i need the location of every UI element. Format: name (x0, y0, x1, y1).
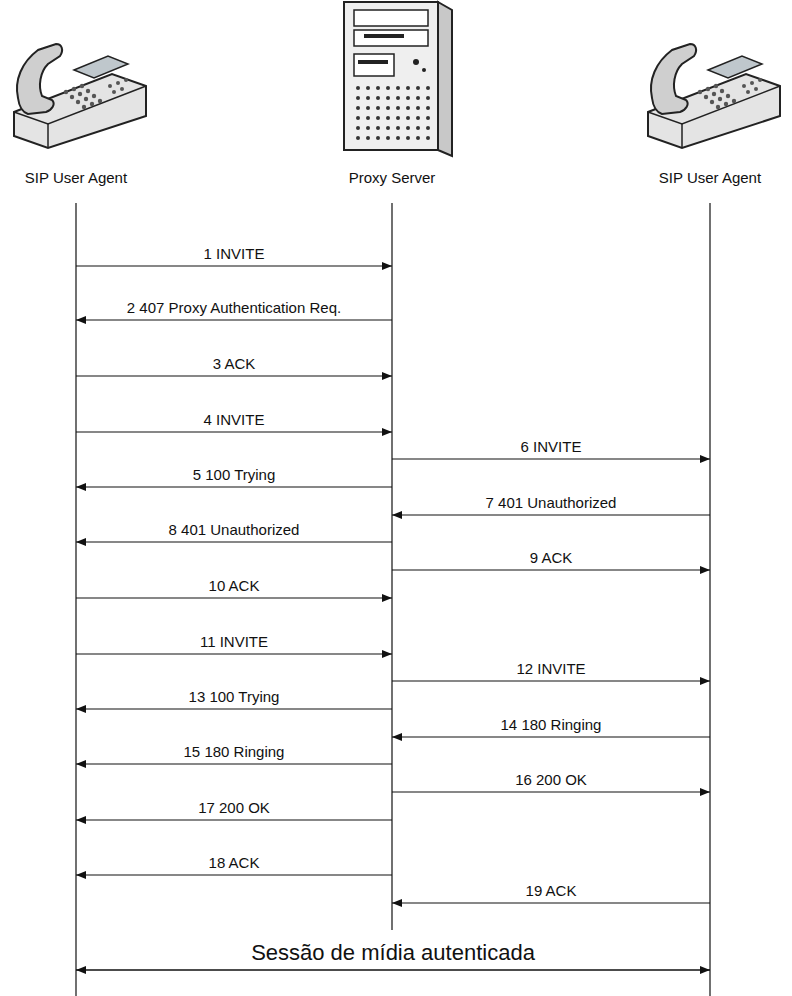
message-label: 5 100 Trying (191, 466, 278, 483)
lifeline (391, 203, 392, 930)
message-label-holder: 10 ACK (207, 577, 262, 595)
message-label: 7 401 Unauthorized (484, 494, 619, 511)
lifeline (709, 203, 710, 996)
message-label-holder: 17 200 OK (196, 799, 272, 817)
message-label: 6 INVITE (519, 438, 584, 455)
message-arrow (392, 514, 710, 515)
message-label-holder: 11 INVITE (198, 633, 270, 651)
message-arrow (392, 458, 710, 459)
phone-icon (648, 44, 780, 148)
message-label-holder: 4 INVITE (202, 411, 267, 429)
message-arrow (76, 969, 710, 971)
message-label-holder: 16 200 OK (513, 771, 589, 789)
message-arrow (392, 902, 710, 903)
message-label: 18 ACK (207, 854, 262, 871)
message-arrow (76, 265, 392, 266)
message-label: 19 ACK (524, 882, 579, 899)
message-label: 1 INVITE (202, 245, 267, 262)
message-arrow (76, 319, 392, 320)
message-arrow (76, 874, 392, 875)
message-label-holder: 7 401 Unauthorized (484, 494, 619, 512)
message-label-holder: 8 401 Unauthorized (167, 521, 302, 539)
message-arrow (76, 763, 392, 764)
message-label: Sessão de mídia autenticada (249, 940, 537, 966)
message-label: 11 INVITE (198, 633, 270, 650)
message-label: 16 200 OK (513, 771, 589, 788)
actor-node: Proxy Server (317, 0, 467, 200)
message-label-holder: Sessão de mídia autenticada (249, 940, 537, 966)
message-label: 3 ACK (211, 355, 258, 372)
message-arrow (76, 431, 392, 432)
actor-label: Proxy Server (347, 169, 438, 186)
message-label-holder: 3 ACK (211, 355, 258, 373)
message-label-holder: 6 INVITE (519, 438, 584, 456)
actor-label: SIP User Agent (23, 169, 129, 186)
actor-node: SIP User Agent (635, 0, 785, 200)
message-arrow (392, 569, 710, 570)
actor-label: SIP User Agent (657, 169, 763, 186)
message-label: 2 407 Proxy Authentication Req. (125, 299, 343, 316)
message-label: 15 180 Ringing (182, 743, 287, 760)
message-label: 12 INVITE (514, 660, 587, 677)
message-label-holder: 19 ACK (524, 882, 579, 900)
message-arrow (76, 486, 392, 487)
message-arrow (76, 819, 392, 820)
message-label-holder: 1 INVITE (202, 245, 267, 263)
message-arrow (76, 597, 392, 598)
message-arrow (392, 736, 710, 737)
message-label: 17 200 OK (196, 799, 272, 816)
message-label: 8 401 Unauthorized (167, 521, 302, 538)
message-label-holder: 5 100 Trying (191, 466, 278, 484)
message-label: 10 ACK (207, 577, 262, 594)
message-label-holder: 2 407 Proxy Authentication Req. (125, 299, 343, 317)
message-label: 9 ACK (528, 549, 575, 566)
message-arrow (76, 708, 392, 709)
lifeline (75, 203, 76, 996)
message-arrow (76, 375, 392, 376)
server-icon (344, 2, 452, 156)
message-label-holder: 13 100 Trying (187, 688, 282, 706)
message-label-holder: 9 ACK (528, 549, 575, 567)
message-arrow (392, 680, 710, 681)
message-label: 14 180 Ringing (499, 716, 604, 733)
message-label-holder: 12 INVITE (514, 660, 587, 678)
message-label-holder: 18 ACK (207, 854, 262, 872)
message-arrow (76, 541, 392, 542)
message-label: 4 INVITE (202, 411, 267, 428)
message-label-holder: 14 180 Ringing (499, 716, 604, 734)
message-label: 13 100 Trying (187, 688, 282, 705)
message-arrow (76, 653, 392, 654)
message-arrow (392, 791, 710, 792)
actor-node: SIP User Agent (1, 0, 151, 200)
message-label-holder: 15 180 Ringing (182, 743, 287, 761)
phone-icon (14, 44, 146, 148)
